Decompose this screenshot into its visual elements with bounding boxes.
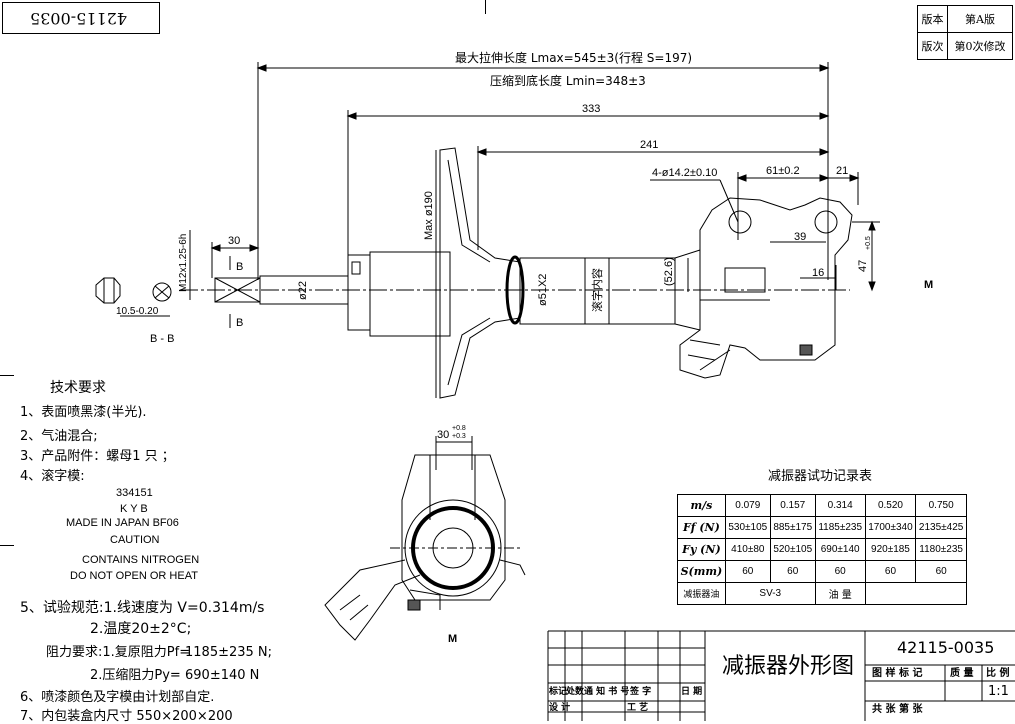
dim-10: 10.5-0.20 (116, 306, 159, 317)
header-scale: 比 例 (986, 668, 1010, 679)
dim-top30-tol-lo: +0.3 (452, 433, 466, 440)
dim-47: 47 (857, 260, 869, 272)
drawing-title: 减振器外形图 (722, 654, 855, 679)
tech-item-1: 1、表面喷黑漆(半光). (20, 405, 147, 420)
revision-count-value: 第0次修改 (947, 32, 1013, 60)
tech-item-7: 7、内包装盒内尺寸 550×200×200 (20, 709, 233, 724)
dim-top30-tol-up: +0.8 (452, 425, 466, 432)
table-row: Ff (N) 530±105 885±175 1185±235 1700±340… (677, 516, 967, 539)
record-cell: Ff (N) (677, 516, 726, 539)
dim-61: 61±0.2 (766, 165, 800, 177)
table-row: S(mm) 60 60 60 60 60 (677, 560, 967, 583)
section-bb: B - B (150, 333, 174, 345)
sign-count: 处数 (566, 687, 585, 697)
dim-52: (52.6) (663, 257, 675, 286)
tech-item-5: 5、试验规范:1.线速度为 V=0.314m/s (20, 600, 265, 616)
mark-m-bottom: M (448, 633, 457, 645)
sheets-label: 共 张 第 张 (872, 704, 923, 715)
tech-item-3: 3、产品附件：螺母1 只 ； (20, 449, 175, 464)
drawing-number-rotated-box (2, 2, 160, 34)
stamp-line-6: DO NOT OPEN OR HEAT (70, 570, 198, 582)
tech-item-6: 6、喷漆颜色及字模由计划部自定. (20, 690, 215, 705)
sign-date: 日 期 (681, 687, 703, 697)
record-cell: Fy (N) (677, 538, 726, 561)
design-label: 设 计 (549, 703, 571, 713)
mark-m-right: M (924, 279, 933, 291)
dim-241: 241 (640, 139, 658, 151)
stamp-line-1: 334151 (116, 487, 153, 499)
section-b-top: B (236, 261, 243, 273)
oil-qty-label: 油 量 (814, 582, 866, 605)
lmin-label: 压缩到底长度 Lmin=348±3 (490, 74, 646, 88)
record-title: 减振器试功记录表 (768, 469, 873, 484)
tech-resist-value: 1185±235 N; (185, 645, 273, 660)
stamp-line-2: K Y B (120, 503, 148, 515)
dim-47-tol: +0.5 (865, 236, 872, 250)
drawing-number: 42115-0035 (897, 638, 995, 657)
stamp-line-3: MADE IN JAPAN BF06 (66, 517, 179, 529)
record-cell: 0.750 (915, 494, 967, 517)
dim-39: 39 (794, 231, 806, 243)
dim-16: 16 (812, 267, 824, 279)
dim-22: ø22 (297, 281, 309, 300)
dim-holes: 4-ø14.2±0.10 (652, 167, 717, 179)
dim-21: 21 (836, 165, 848, 177)
tech-compress-value: 690±140 N (185, 668, 260, 683)
dim-30: 30 (228, 235, 240, 247)
tech-item-5-temp: 2.温度20±2°C; (90, 621, 192, 637)
header-mark: 图 样 标 记 (872, 668, 923, 679)
sign-mark: 标记 (549, 687, 568, 697)
process-label: 工 艺 (627, 703, 649, 713)
frame-left-tick (0, 375, 14, 376)
scale-value: 1:1 (988, 684, 1009, 699)
sign-notice: 通 知 书 号 (584, 687, 630, 697)
dim-max190: Max ø190 (423, 191, 435, 240)
record-table: m/s 0.079 0.157 0.314 0.520 0.750 Ff (N)… (677, 494, 968, 605)
sign-signature: 签 字 (630, 687, 652, 697)
dim-top30: 30 (437, 429, 449, 441)
tech-item-2: 2、气油混合; (20, 429, 98, 444)
tech-title: 技术要求 (50, 380, 106, 396)
oil-qty-value (864, 582, 968, 605)
dim-thread: M12x1.25-6h (178, 234, 189, 292)
revision-value: 第A版 (947, 5, 1013, 33)
table-row: 减振器油 SV-3 油 量 (677, 582, 968, 605)
stamp-line-4: CAUTION (110, 534, 160, 546)
dim-51: ø51X2 (537, 274, 549, 306)
tech-compress-label: 2.压缩阻力Py= (90, 668, 181, 683)
frame-top-tick (485, 0, 486, 14)
header-mass: 质 量 (950, 668, 974, 679)
stamp-content-label: 滚字内容 (590, 268, 604, 312)
lmax-label: 最大拉伸长度 Lmax=545±3(行程 S=197) (455, 51, 693, 65)
tech-item-4: 4、滚字模: (20, 469, 85, 484)
revision-count-label: 版次 (916, 32, 949, 60)
dim-333: 333 (582, 103, 600, 115)
tech-resist-label: 阻力要求:1.复原阻力Pf= (46, 645, 191, 660)
section-b-bottom: B (236, 317, 243, 329)
stamp-line-5: CONTAINS NITROGEN (82, 554, 200, 566)
revision-table: 版本第A版 版次第0次修改 (916, 5, 1013, 60)
oil-value: SV-3 (724, 582, 816, 605)
frame-left-tick-2 (0, 545, 14, 546)
